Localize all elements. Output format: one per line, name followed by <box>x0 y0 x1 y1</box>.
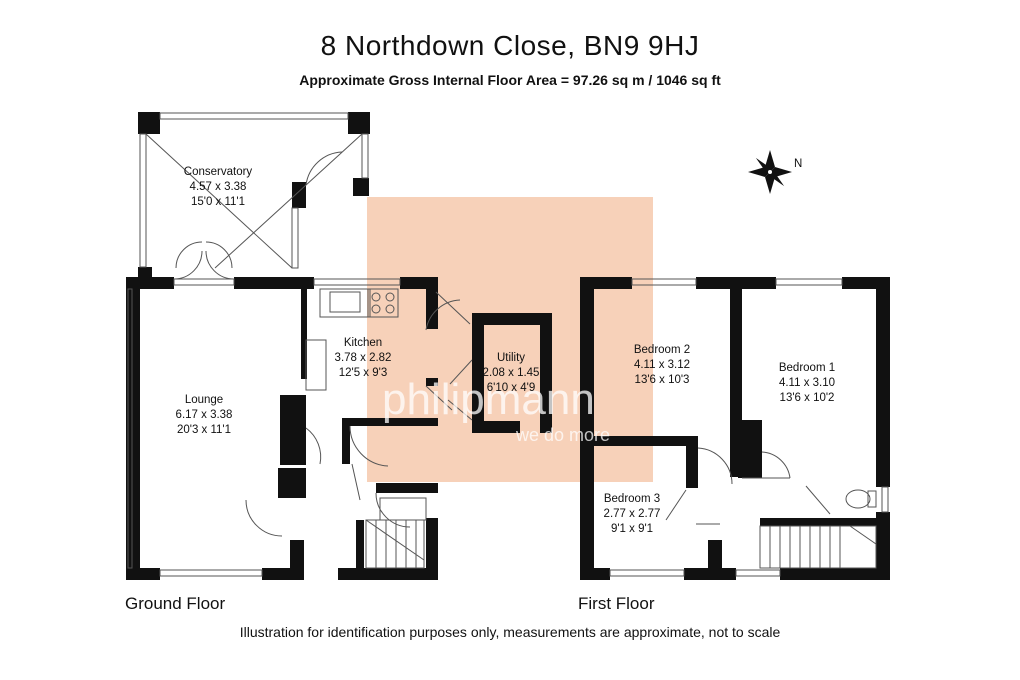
watermark-block <box>367 197 653 482</box>
room-metric-lounge: 6.17 x 3.38 <box>176 409 233 421</box>
room-imperial-lounge: 20'3 x 11'1 <box>177 424 231 436</box>
room-imperial-bedroom2: 13'6 x 10'3 <box>635 374 690 386</box>
room-name-kitchen: Kitchen <box>344 337 382 349</box>
ground-floor-label: Ground Floor <box>125 594 226 613</box>
room-imperial-bedroom1: 13'6 x 10'2 <box>780 392 835 404</box>
ground-floor-walls <box>126 277 552 580</box>
room-name-bedroom2: Bedroom 2 <box>634 344 690 356</box>
room-imperial-conservatory: 15'0 x 11'1 <box>191 196 245 208</box>
room-imperial-bedroom3: 9'1 x 9'1 <box>611 523 653 535</box>
room-name-utility: Utility <box>497 352 525 364</box>
room-metric-conservatory: 4.57 x 3.38 <box>190 181 247 193</box>
first-floor-details <box>609 278 889 577</box>
disclaimer: Illustration for identification purposes… <box>239 624 781 640</box>
room-metric-bedroom1: 4.11 x 3.10 <box>779 377 835 389</box>
room-name-bedroom3: Bedroom 3 <box>604 493 660 505</box>
room-name-lounge: Lounge <box>185 394 223 406</box>
floor-area-subtitle: Approximate Gross Internal Floor Area = … <box>299 72 721 88</box>
room-imperial-utility: 6'10 x 4'9 <box>487 382 536 394</box>
first-floor-walls <box>580 277 890 580</box>
first-floor-label: First Floor <box>578 594 655 613</box>
compass-north-label: N <box>794 158 802 170</box>
compass-rose-icon <box>748 150 792 194</box>
room-metric-kitchen: 3.78 x 2.82 <box>335 352 392 364</box>
room-metric-utility: 2.08 x 1.45 <box>483 367 540 379</box>
room-metric-bedroom3: 2.77 x 2.77 <box>604 508 661 520</box>
watermark-tagline: we do more <box>515 425 610 445</box>
conservatory-glazing <box>139 112 369 269</box>
room-name-bedroom1: Bedroom 1 <box>779 362 835 374</box>
watermark-brand: philipmann <box>382 375 595 424</box>
room-metric-bedroom2: 4.11 x 3.12 <box>634 359 690 371</box>
room-imperial-kitchen: 12'5 x 9'3 <box>339 367 388 379</box>
ground-floor-plan <box>138 112 370 279</box>
room-name-conservatory: Conservatory <box>184 166 253 178</box>
page-title: 8 Northdown Close, BN9 9HJ <box>320 30 700 61</box>
ground-floor-details <box>127 250 473 577</box>
